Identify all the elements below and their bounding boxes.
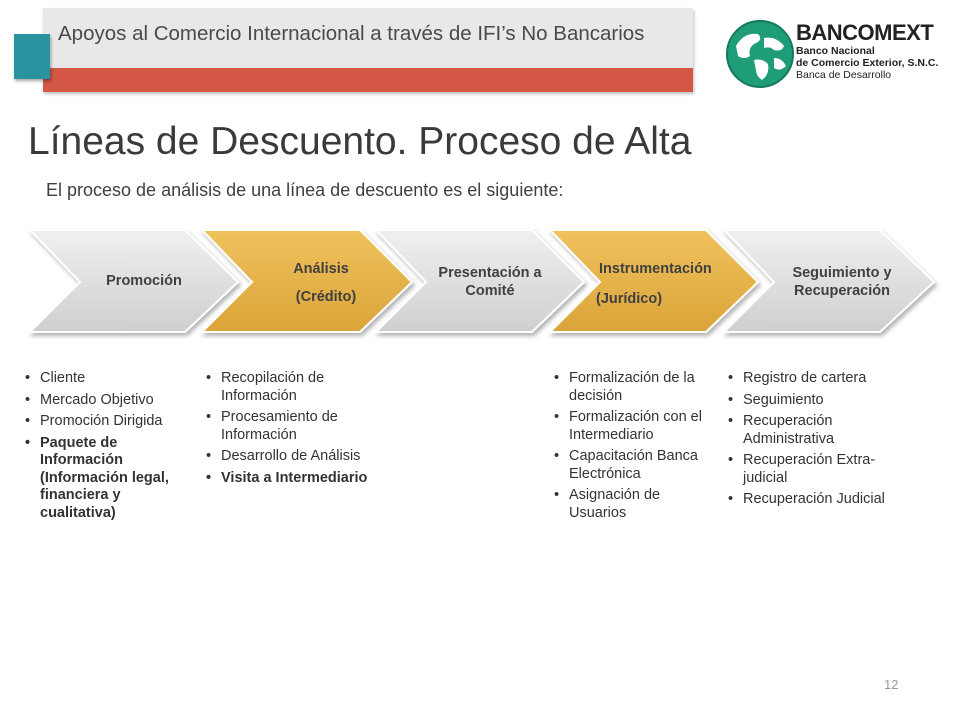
list-item: Promoción Dirigida [25,413,200,431]
step-label-analisis-line1: Análisis [293,261,349,277]
step-label-instrumentacion-line2: (Jurídico) [596,291,663,307]
list-item: Capacitación Banca Electrónica [554,448,719,483]
step-chevron-instrumentacion [547,229,760,333]
list-item: Recuperación Judicial [728,491,918,509]
promocion-bullet-list: Cliente Mercado Objetivo Promoción Dirig… [25,370,200,526]
analisis-bullet-list: Recopilación de Información Procesamient… [206,370,396,491]
step-label-seguimiento: Seguimiento y Recuperación [772,264,912,300]
step-label-instrumentacion: Instrumentación (Jurídico) [596,254,748,314]
logo-line-3: Banca de Desarrollo [796,69,892,81]
list-item: Paquete de Información (Información lega… [25,435,200,523]
list-item: Desarrollo de Análisis [206,448,396,466]
step-label-instrumentacion-line1: Instrumentación [599,261,712,277]
instrumentacion-bullet-list: Formalización de la decisión Formalizaci… [554,370,719,526]
logo-line-2: de Comercio Exterior, S.N.C. [796,57,939,69]
list-item: Formalización de la decisión [554,370,719,405]
step-label-seguimiento-line2: Recuperación [794,283,890,299]
logo-line-1: Banco Nacional [796,45,875,57]
step-label-presentacion: Presentación a Comité [420,264,560,300]
list-item: Cliente [25,370,200,388]
globe-map-icon [726,20,794,88]
step-label-promocion-text: Promoción [106,273,182,289]
page-title: Líneas de Descuento. Proceso de Alta [28,120,692,163]
page-number: 12 [884,677,899,692]
logo-brand-name: BANCOMEXT [796,20,934,45]
process-flow [27,229,936,333]
list-item: Registro de cartera [728,370,918,388]
list-item: Formalización con el Intermediario [554,409,719,444]
list-item: Asignación de Usuarios [554,487,719,522]
step-chevron-promocion [27,229,240,333]
header-title: Apoyos al Comercio Internacional a travé… [58,22,645,45]
list-item: Mercado Objetivo [25,392,200,410]
step-chevron-presentacion [373,229,586,333]
step-label-presentacion-line2: Comité [465,283,515,299]
step-label-seguimiento-line1: Seguimiento y [792,265,892,281]
step-label-promocion: Promoción [86,272,202,290]
list-item: Seguimiento [728,392,918,410]
bancomext-logo [726,20,794,88]
list-item: Recuperación Administrativa [728,413,918,448]
step-label-analisis-line2: (Crédito) [295,289,357,305]
list-item: Visita a Intermediario [206,470,396,488]
list-item: Recopilación de Información [206,370,396,405]
step-label-presentacion-line1: Presentación a [438,265,542,281]
header-teal-square [14,34,50,79]
list-item: Recuperación Extra-judicial [728,452,918,487]
header-band [43,8,693,68]
page-subtitle: El proceso de análisis de una línea de d… [46,180,564,200]
list-item: Procesamiento de Información [206,409,396,444]
step-label-analisis: Análisis (Crédito) [262,255,380,311]
step-chevron-seguimiento [721,229,936,333]
step-chevron-analisis [199,229,414,333]
header-accent-stripe [43,68,693,92]
seguimiento-bullet-list: Registro de cartera Seguimiento Recupera… [728,370,918,513]
